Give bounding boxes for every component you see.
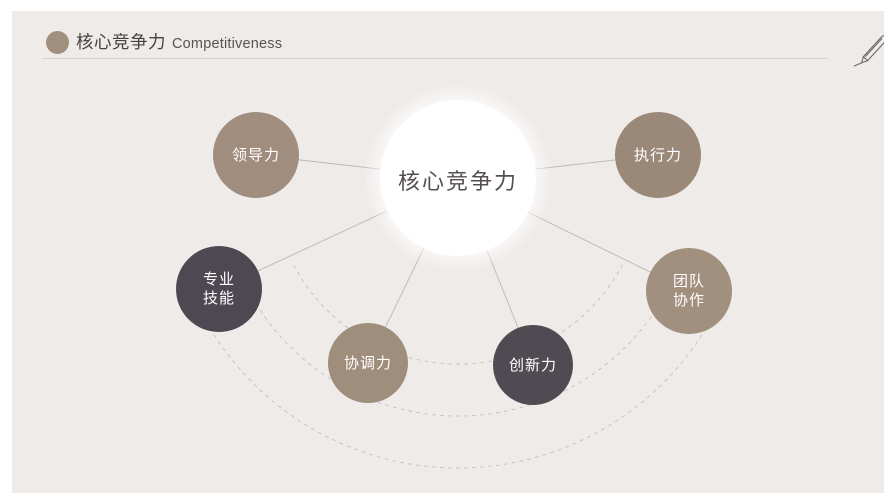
dashed-arc — [247, 289, 669, 417]
node-circle-professional-skills[interactable] — [176, 246, 262, 332]
dashed-arc — [293, 264, 623, 365]
header-bullet-icon — [46, 31, 69, 54]
node-circle-layer — [176, 112, 732, 405]
page-title-en: Competitiveness — [172, 36, 283, 52]
connector-line-teamwork — [526, 210, 652, 273]
connector-line-professional-skills — [256, 209, 390, 272]
pen-icon — [850, 27, 884, 73]
page-title: 核心竞争力 Competitiveness — [76, 28, 282, 56]
dashed-arc-layer — [201, 264, 715, 469]
node-circle-leadership[interactable] — [213, 112, 299, 198]
page-title-cn: 核心竞争力 — [76, 32, 166, 52]
hub-circle — [380, 100, 536, 256]
node-circle-execution[interactable] — [615, 112, 701, 198]
node-circle-coordination[interactable] — [328, 323, 408, 403]
dashed-arc — [201, 313, 715, 469]
node-circle-innovation[interactable] — [493, 325, 573, 405]
header-divider — [42, 58, 828, 59]
competitiveness-diagram — [176, 84, 732, 469]
node-circle-teamwork[interactable] — [646, 248, 732, 334]
slide-canvas: 核心竞争力 Competitiveness — [12, 11, 884, 493]
